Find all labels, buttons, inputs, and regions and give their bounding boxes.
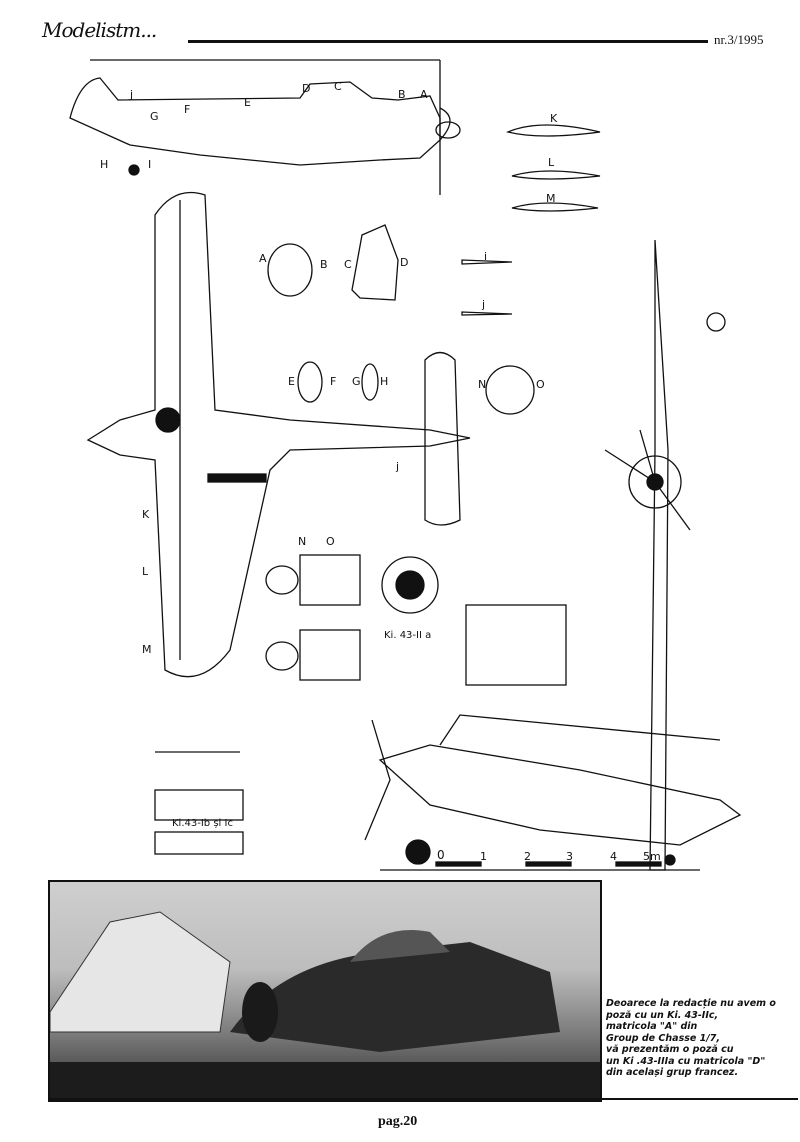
- section-label: j: [482, 298, 486, 311]
- technical-drawings: [69, 59, 742, 871]
- section-label: O: [326, 535, 335, 548]
- section-label: A: [259, 252, 267, 265]
- airfoil-label: M: [546, 192, 556, 205]
- station-label: E: [244, 96, 251, 109]
- variant-label-Ib-Ic: Ki.43-Ib și Ic: [172, 818, 233, 829]
- side-view-drawing: [69, 59, 461, 195]
- caption-line: poză cu un Ki. 43-IIc,: [606, 1009, 719, 1021]
- scale-tick: 3: [566, 850, 573, 863]
- photo-caption: Deoarece la redacție nu avem o poză cu u…: [606, 998, 796, 1079]
- page-number: pag.20: [378, 1114, 418, 1129]
- caption-line: vă prezentăm o poză cu: [606, 1044, 734, 1055]
- engine-views: [265, 554, 567, 686]
- station-label: I: [148, 158, 152, 171]
- airfoil-sections: [505, 124, 601, 212]
- section-label: N: [478, 378, 487, 391]
- station-label: F: [184, 103, 191, 116]
- airfoil-label: L: [548, 156, 555, 169]
- footer-rule: [48, 1098, 798, 1100]
- section-label: D: [400, 256, 409, 269]
- section-label: F: [330, 375, 337, 388]
- aircraft-photo: [48, 880, 602, 1102]
- plan-station-label: M: [142, 643, 152, 656]
- station-label: C: [334, 80, 342, 93]
- caption-line: din același grup francez.: [606, 1067, 739, 1078]
- caption-line: Deoarece la redacție nu avem o: [606, 998, 776, 1009]
- variant-side-view: [154, 751, 244, 855]
- plan-view-drawing: [86, 191, 471, 678]
- section-label: C: [344, 258, 352, 271]
- scale-tick: 1: [480, 850, 487, 863]
- scale-tick: 5m: [643, 850, 661, 863]
- scale-tick: 4: [610, 850, 617, 863]
- section-label: E: [288, 375, 295, 388]
- variant-label-IIa: Ki. 43-II a: [384, 630, 432, 641]
- section-label: N: [298, 535, 307, 548]
- station-label: G: [150, 110, 159, 123]
- scale-bar: [380, 861, 700, 871]
- plan-station-label: j: [396, 460, 400, 473]
- section-label: i: [484, 250, 488, 263]
- photo-silhouettes: [50, 911, 600, 1100]
- section-label: H: [380, 375, 389, 388]
- scale-tick: 0: [437, 848, 445, 862]
- caption-line: matricola "A" din: [606, 1021, 698, 1032]
- caption-line: un Ki .43-IIIa cu matricola "D": [606, 1055, 766, 1067]
- station-label: H: [100, 158, 109, 171]
- side-view-bottom-drawing: [364, 714, 742, 866]
- station-label: A: [420, 88, 428, 101]
- airfoil-label: K: [550, 112, 558, 125]
- station-label: B: [398, 88, 406, 101]
- station-label: j: [130, 88, 134, 101]
- header-rule: [188, 40, 708, 43]
- plan-station-label: L: [142, 565, 149, 578]
- magazine-logo: Modelistm...: [42, 18, 157, 42]
- section-label: G: [352, 375, 361, 388]
- cross-sections: [267, 224, 535, 415]
- front-view-drawing: [604, 239, 726, 871]
- section-label: O: [536, 378, 545, 391]
- section-label: B: [320, 258, 328, 271]
- station-label: D: [302, 82, 311, 95]
- caption-line: Group de Chasse 1/7,: [606, 1032, 720, 1044]
- issue-number: nr.3/1995: [714, 32, 764, 47]
- scale-tick: 2: [524, 850, 531, 863]
- plan-station-label: K: [142, 508, 150, 521]
